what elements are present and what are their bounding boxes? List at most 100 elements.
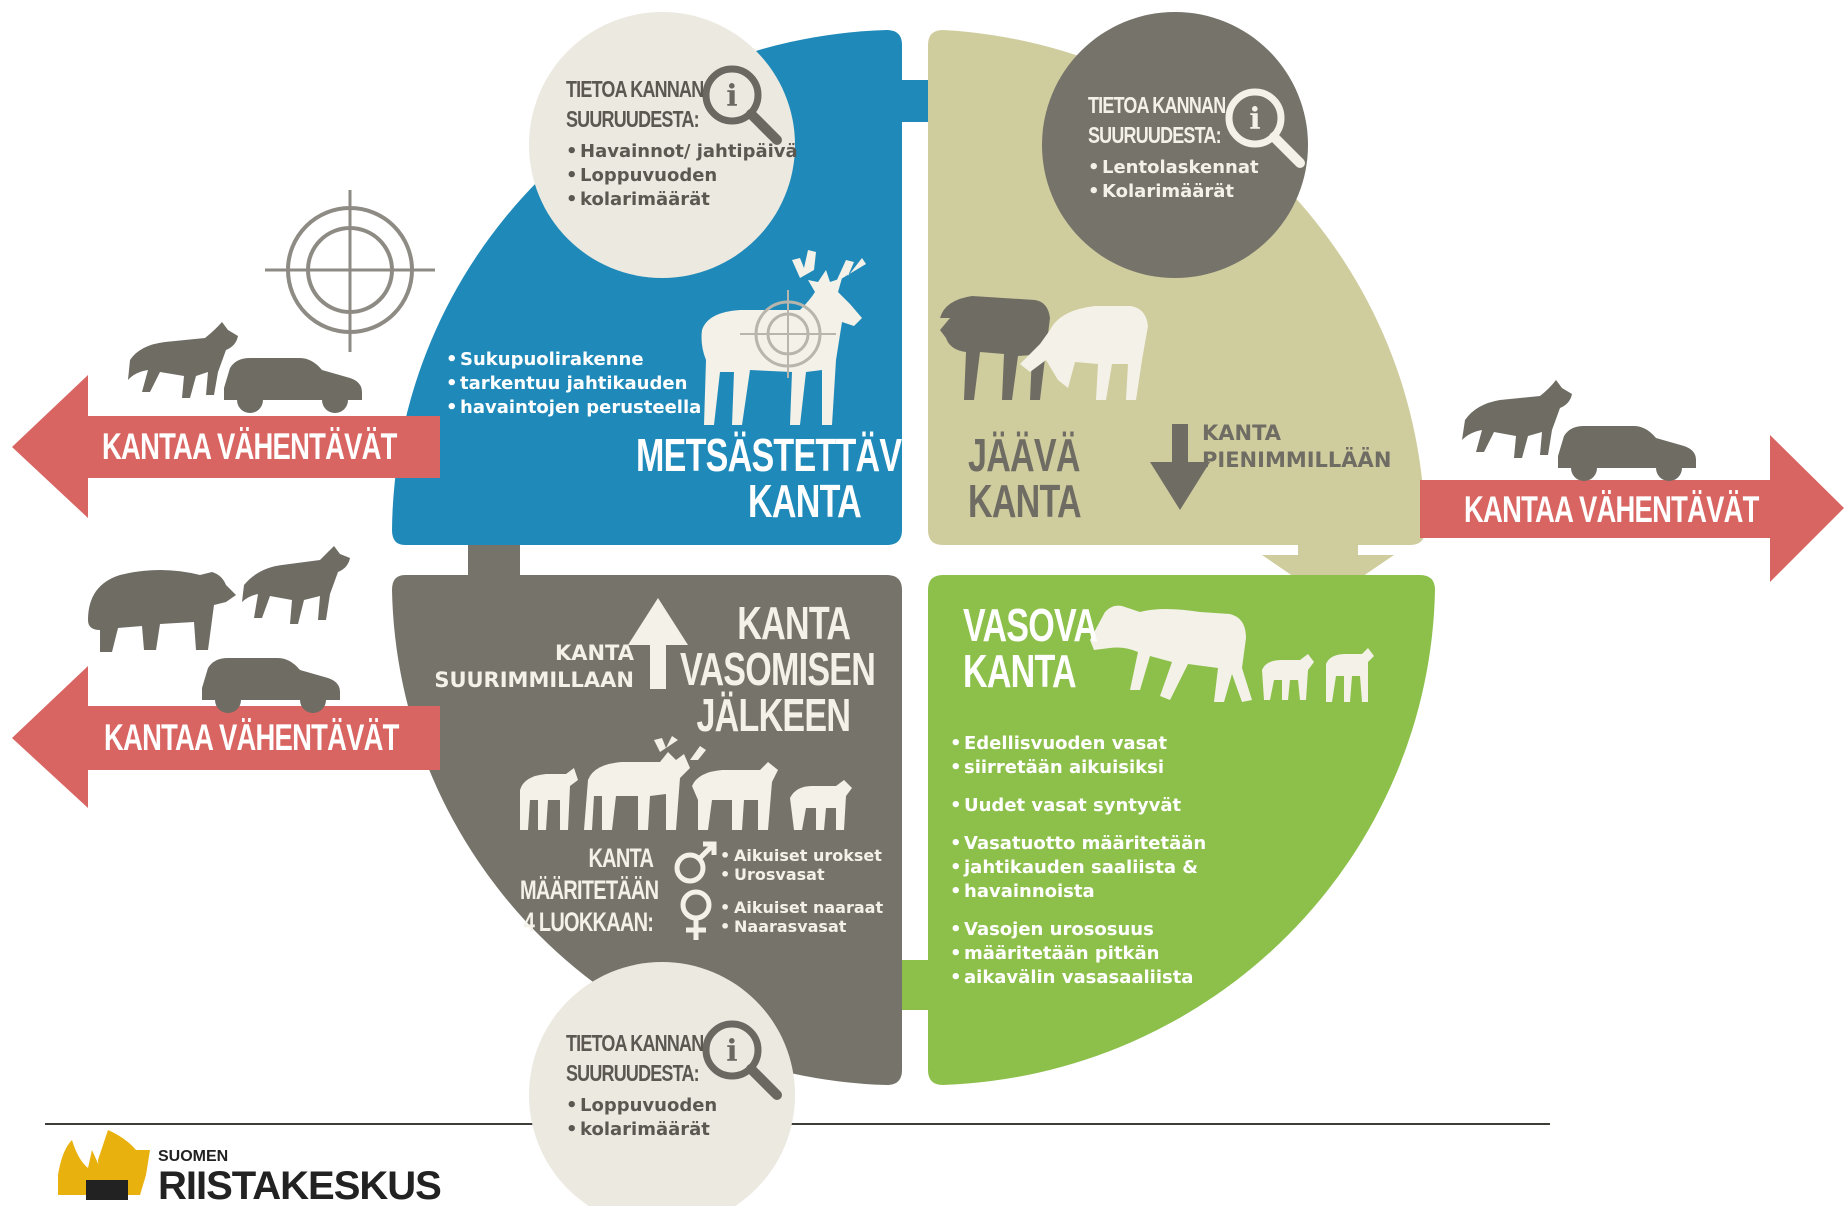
wolf-icon <box>242 546 350 624</box>
bear-icon <box>88 570 236 652</box>
classes-label-line: KANTA <box>588 843 654 873</box>
remaining-title-line: KANTA <box>968 475 1082 527</box>
info-heading-line: SUURUUDESTA: <box>566 1060 700 1086</box>
info-magnifier-icon: i <box>702 65 782 145</box>
reducer-arrow-right <box>1420 435 1844 582</box>
hunted-note-line: Sukupuolirakenne <box>446 348 701 372</box>
after-calving-max-line: KANTA <box>554 641 634 665</box>
after-calving-classes-label: KANTA MÄÄRITETÄÄN 4 LUOKKAAN: <box>520 842 659 938</box>
wolf-icon <box>1462 380 1572 458</box>
calving-title-line: KANTA <box>963 645 1077 697</box>
calving-bullet-line: Vasojen urososuus <box>950 918 1206 942</box>
after-calving-max-label: KANTA SUURIMMILLAAN <box>420 640 634 694</box>
calving-bullet-line: Uudet vasat syntyvät <box>950 794 1206 818</box>
car-icon <box>1558 426 1696 481</box>
svg-text:i: i <box>1249 102 1260 137</box>
calving-bullet-line: jahtikauden saaliista & <box>950 856 1206 880</box>
info-heading-top-right: TIETOA KANNAN SUURUUDESTA: <box>1088 90 1226 150</box>
remaining-min-label: KANTA PIENIMMILLÄÄN <box>1202 420 1391 474</box>
info-heading-line: TIETOA KANNAN <box>566 1030 704 1056</box>
logo-line-large: RIISTAKESKUS <box>158 1164 442 1206</box>
classes-label-line: MÄÄRITETÄÄN <box>520 875 659 905</box>
crosshair-icon <box>265 190 435 352</box>
hunted-title-line: KANTA <box>748 475 862 527</box>
info-list-bottom: Loppuvuoden kolarimäärät <box>566 1094 717 1142</box>
reducer-label-left-bottom: KANTAA VÄHENTÄVÄT <box>104 717 399 758</box>
after-calving-max-line: SUURIMMILLAAN <box>434 668 634 692</box>
reducer-label-left-top: KANTAA VÄHENTÄVÄT <box>102 426 397 467</box>
info-item: Kolarimäärät <box>1088 180 1259 204</box>
wolf-icon <box>128 322 238 398</box>
hunted-title: METSÄSTETTÄVÄ KANTA <box>636 429 926 527</box>
class-item: Aikuiset urokset <box>720 846 882 865</box>
after-calving-title-line: VASOMISEN <box>680 643 876 695</box>
calving-bullet: Vasojen urososuus määritetään pitkän aik… <box>950 918 1206 990</box>
moose-crosshair-icon <box>701 250 866 425</box>
four-moose-icon <box>520 736 852 830</box>
hunted-note-line: tarkentuu jahtikauden <box>446 372 701 396</box>
female-class-list: Aikuiset naaraat Naarasvasat <box>720 898 883 936</box>
male-symbol-icon <box>674 841 717 884</box>
calving-bullet-line: määritetään pitkän <box>950 942 1206 966</box>
hunted-title-line: METSÄSTETTÄVÄ <box>636 429 926 481</box>
logo-text: SUOMEN RIISTAKESKUS <box>158 1148 442 1206</box>
calving-bullet: Vasatuotto määritetään jahtikauden saali… <box>950 832 1206 904</box>
svg-text:i: i <box>726 1034 737 1069</box>
info-item: Loppuvuoden <box>566 164 798 188</box>
reducer-arrow-left-bottom <box>12 666 440 808</box>
calving-bullet: Uudet vasat syntyvät <box>950 794 1206 818</box>
logo-line-small: SUOMEN <box>158 1148 229 1165</box>
reducer-arrow-left-top <box>12 375 440 518</box>
info-item: Havainnot/ jahtipäivä <box>566 140 798 164</box>
class-item: Naarasvasat <box>720 917 883 936</box>
info-heading-top-left: TIETOA KANNAN SUURUUDESTA: <box>566 74 704 134</box>
calving-bullet-line: Vasatuotto määritetään <box>950 832 1206 856</box>
reducer-label-right: KANTAA VÄHENTÄVÄT <box>1464 489 1759 530</box>
info-item-continuation: kolarimäärät <box>566 188 798 212</box>
two-moose-icon <box>940 296 1148 400</box>
calving-bullet-line: siirretään aikuisiksi <box>950 756 1206 780</box>
calving-bullet-line: Edellisvuoden vasat <box>950 732 1206 756</box>
male-class-list: Aikuiset urokset Urosvasat <box>720 846 882 884</box>
classes-label-line: 4 LUOKKAAN: <box>523 907 654 937</box>
after-calving-title: KANTA VASOMISEN JÄLKEEN <box>680 597 876 741</box>
info-magnifier-icon: i <box>1225 88 1305 168</box>
info-item: Loppuvuoden <box>566 1094 717 1118</box>
calving-bullet-line: havainnoista <box>950 880 1206 904</box>
info-heading-line: TIETOA KANNAN <box>566 76 704 102</box>
after-calving-title-line: KANTA <box>737 597 851 649</box>
remaining-title: JÄÄVÄ KANTA <box>968 429 1082 527</box>
info-item: Lentolaskennat <box>1088 156 1259 180</box>
after-calving-title-line: JÄLKEEN <box>696 689 851 741</box>
car-icon <box>202 658 340 713</box>
crosshair-icon <box>740 290 836 378</box>
svg-text:i: i <box>726 79 737 114</box>
info-bubble-top-right <box>1042 12 1308 278</box>
hunted-note: Sukupuolirakenne tarkentuu jahtikauden h… <box>446 348 701 420</box>
info-magnifier-icon: i <box>702 1020 782 1100</box>
hunted-note-line: havaintojen perusteella <box>446 396 701 420</box>
remaining-min-line: KANTA <box>1202 421 1282 445</box>
info-item-continuation: kolarimäärät <box>566 1118 717 1142</box>
calving-title-line: VASOVA <box>963 599 1098 651</box>
calving-title: VASOVA KANTA <box>963 599 1098 697</box>
info-list-top-right: Lentolaskennat Kolarimäärät <box>1088 156 1259 204</box>
info-heading-bottom: TIETOA KANNAN SUURUUDESTA: <box>566 1028 704 1088</box>
class-item: Urosvasat <box>720 865 882 884</box>
info-heading-line: SUURUUDESTA: <box>1088 122 1222 148</box>
arrow-down-icon <box>1150 424 1210 510</box>
info-heading-line: SUURUUDESTA: <box>566 106 700 132</box>
info-list-top-left: Havainnot/ jahtipäivä Loppuvuoden kolari… <box>566 140 798 212</box>
calving-bullets: Edellisvuoden vasat siirretään aikuisiks… <box>950 732 1206 990</box>
car-icon <box>224 358 362 413</box>
female-symbol-icon <box>680 889 712 940</box>
info-heading-line: TIETOA KANNAN <box>1088 92 1226 118</box>
calving-bullet: Edellisvuoden vasat siirretään aikuisiks… <box>950 732 1206 780</box>
remaining-min-line: PIENIMMILLÄÄN <box>1202 448 1392 472</box>
arrow-up-icon <box>628 598 688 689</box>
riistakeskus-logo-icon <box>58 1130 150 1200</box>
moose-cow-calves-icon <box>1090 605 1374 702</box>
remaining-title-line: JÄÄVÄ <box>968 429 1080 481</box>
